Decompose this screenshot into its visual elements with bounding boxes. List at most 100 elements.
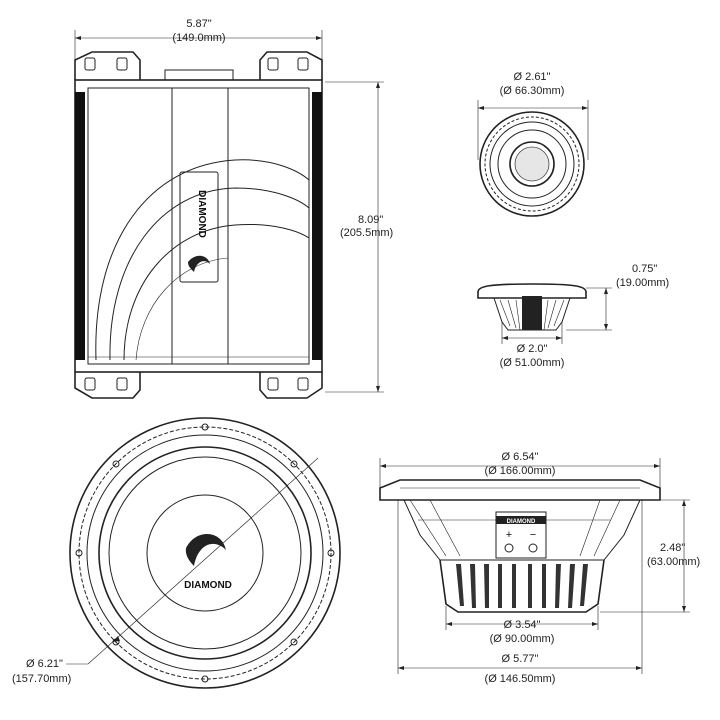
amp-foot-top-left bbox=[74, 51, 141, 80]
woofer-screw-hole bbox=[290, 638, 298, 646]
woofer-dust-cap bbox=[146, 494, 264, 612]
arrow-left-icon bbox=[478, 106, 484, 110]
woofer-mounting-ring bbox=[78, 426, 332, 680]
amp-foot-bottom-left bbox=[74, 372, 141, 399]
minus-terminal-icon bbox=[528, 543, 538, 553]
tweeter-dome-ring bbox=[509, 141, 555, 187]
tweeter-dome bbox=[514, 146, 550, 182]
tweeter-depth-mm: (19.00mm) bbox=[616, 277, 669, 289]
woofer-logo-text: DIAMOND bbox=[184, 580, 232, 591]
woofer-screw-hole bbox=[290, 460, 298, 468]
tweeter-base-in: Ø 2.0" bbox=[517, 343, 548, 355]
amp-swoosh bbox=[109, 187, 310, 361]
woofer-outer-ring bbox=[69, 417, 341, 689]
amp-top-connector bbox=[164, 69, 234, 81]
amp-swoosh bbox=[95, 159, 310, 361]
woofer-depth-in: 2.48" bbox=[660, 542, 685, 554]
arrow-up-icon bbox=[682, 500, 686, 506]
amp-foot-slot bbox=[116, 377, 128, 391]
amp-foot-slot bbox=[84, 377, 96, 391]
tweeter-grille-ring bbox=[484, 116, 580, 212]
amp-height-mm: (205.5mm) bbox=[340, 227, 393, 239]
woofer-mount-mm: (Ø 146.50mm) bbox=[485, 673, 556, 685]
woofer-cone bbox=[108, 456, 302, 650]
arrow-down-icon bbox=[604, 324, 608, 330]
woofer-screw-hole bbox=[75, 549, 83, 557]
arrow-right-icon bbox=[636, 666, 642, 670]
arrow-right-icon bbox=[316, 36, 322, 40]
amp-foot-slot bbox=[267, 377, 279, 391]
diamond-logo-icon bbox=[185, 533, 226, 566]
woofer-terminal-plate bbox=[495, 511, 547, 559]
woofer-basket bbox=[403, 499, 641, 561]
amp-swoosh bbox=[123, 223, 310, 361]
arrow-down-icon bbox=[376, 386, 380, 392]
woofer-screw-hole bbox=[201, 675, 209, 683]
tweeter-surround bbox=[497, 129, 567, 199]
tweeter-diameter-mm: (Ø 66.30mm) bbox=[500, 85, 565, 97]
arrow-up-icon bbox=[604, 288, 608, 294]
amp-foot-slot bbox=[84, 57, 96, 71]
amp-height-in: 8.09" bbox=[358, 214, 383, 226]
woofer-diameter-in: Ø 6.21" bbox=[26, 658, 63, 670]
tweeter-side-fins bbox=[499, 299, 565, 331]
arrow-left-icon bbox=[446, 622, 452, 626]
woofer-magnet-fins bbox=[456, 564, 588, 608]
tweeter-outer-ring bbox=[479, 111, 585, 217]
woofer-magnet-mm: (Ø 90.00mm) bbox=[490, 633, 555, 645]
tweeter-front-drawing: Ø 2.61" (Ø 66.30mm) bbox=[477, 71, 589, 217]
arrow-left-icon bbox=[75, 36, 81, 40]
woofer-magnet-in: Ø 3.54" bbox=[504, 619, 541, 631]
amp-heatsink-right bbox=[312, 92, 322, 360]
arrow-right-icon bbox=[556, 336, 562, 340]
arrow-right-icon bbox=[582, 106, 588, 110]
diamond-logo-icon bbox=[188, 255, 210, 272]
amp-foot-slot bbox=[267, 57, 279, 71]
tweeter-side-drawing: 0.75" (19.00mm) Ø 2.0" (Ø 51.00mm) bbox=[477, 263, 669, 369]
tweeter-side-flange bbox=[477, 283, 587, 299]
woofer-depth-mm: (63.00mm) bbox=[647, 556, 700, 568]
tweeter-depth-in: 0.75" bbox=[632, 263, 657, 275]
woofer-outer-in: Ø 6.54" bbox=[502, 451, 539, 463]
woofer-terminal-badge bbox=[496, 516, 546, 524]
woofer-frame bbox=[86, 434, 324, 672]
woofer-diameter-mm: (157.70mm) bbox=[12, 673, 71, 685]
tweeter-flange bbox=[489, 121, 575, 207]
tweeter-diameter-in: Ø 2.61" bbox=[514, 71, 551, 83]
amp-swoosh bbox=[135, 257, 229, 361]
arrow-left-icon bbox=[398, 666, 404, 670]
amp-width-mm: (149.0mm) bbox=[172, 32, 225, 44]
arrow-up-icon bbox=[376, 82, 380, 88]
amp-heatsink-left bbox=[75, 92, 85, 360]
woofer-side-drawing: Ø 6.54" (Ø 166.00mm) DIAMOND + − bbox=[379, 451, 700, 685]
woofer-side-flange bbox=[379, 479, 661, 501]
amp-foot-slot bbox=[297, 377, 309, 391]
amp-foot-slot bbox=[297, 57, 309, 71]
amp-foot-slot bbox=[116, 57, 128, 71]
woofer-screw-hole bbox=[112, 460, 120, 468]
tweeter-side-magnet bbox=[522, 296, 542, 330]
woofer-screw-hole bbox=[201, 423, 209, 431]
woofer-front-drawing: DIAMOND Ø 6.21" (157.70mm) bbox=[12, 417, 341, 689]
plus-terminal-icon bbox=[504, 543, 514, 553]
woofer-screw-hole bbox=[327, 549, 335, 557]
arrow-left-icon bbox=[112, 636, 120, 642]
arrow-left-icon bbox=[380, 464, 386, 468]
woofer-diameter-leader bbox=[87, 457, 319, 665]
woofer-plate-text: DIAMOND bbox=[507, 519, 536, 525]
tweeter-base-mm: (Ø 51.00mm) bbox=[500, 357, 565, 369]
amp-foot-bottom-right bbox=[259, 372, 323, 399]
amp-width-in: 5.87" bbox=[186, 18, 211, 30]
arrow-right-icon bbox=[592, 622, 598, 626]
woofer-magnet bbox=[439, 559, 605, 613]
woofer-surround bbox=[98, 446, 312, 660]
plus-terminal-label: + bbox=[506, 529, 512, 541]
woofer-basket-arms bbox=[409, 499, 621, 557]
arrow-left-icon bbox=[502, 336, 508, 340]
amplifier-drawing: 5.87" (149.0mm) 8.09" (205.5mm) bbox=[74, 18, 393, 399]
amp-logo-text: DIAMOND bbox=[196, 190, 207, 238]
amp-foot-top-right bbox=[259, 51, 323, 80]
arrow-right-icon bbox=[654, 464, 660, 468]
minus-terminal-label: − bbox=[530, 529, 536, 541]
